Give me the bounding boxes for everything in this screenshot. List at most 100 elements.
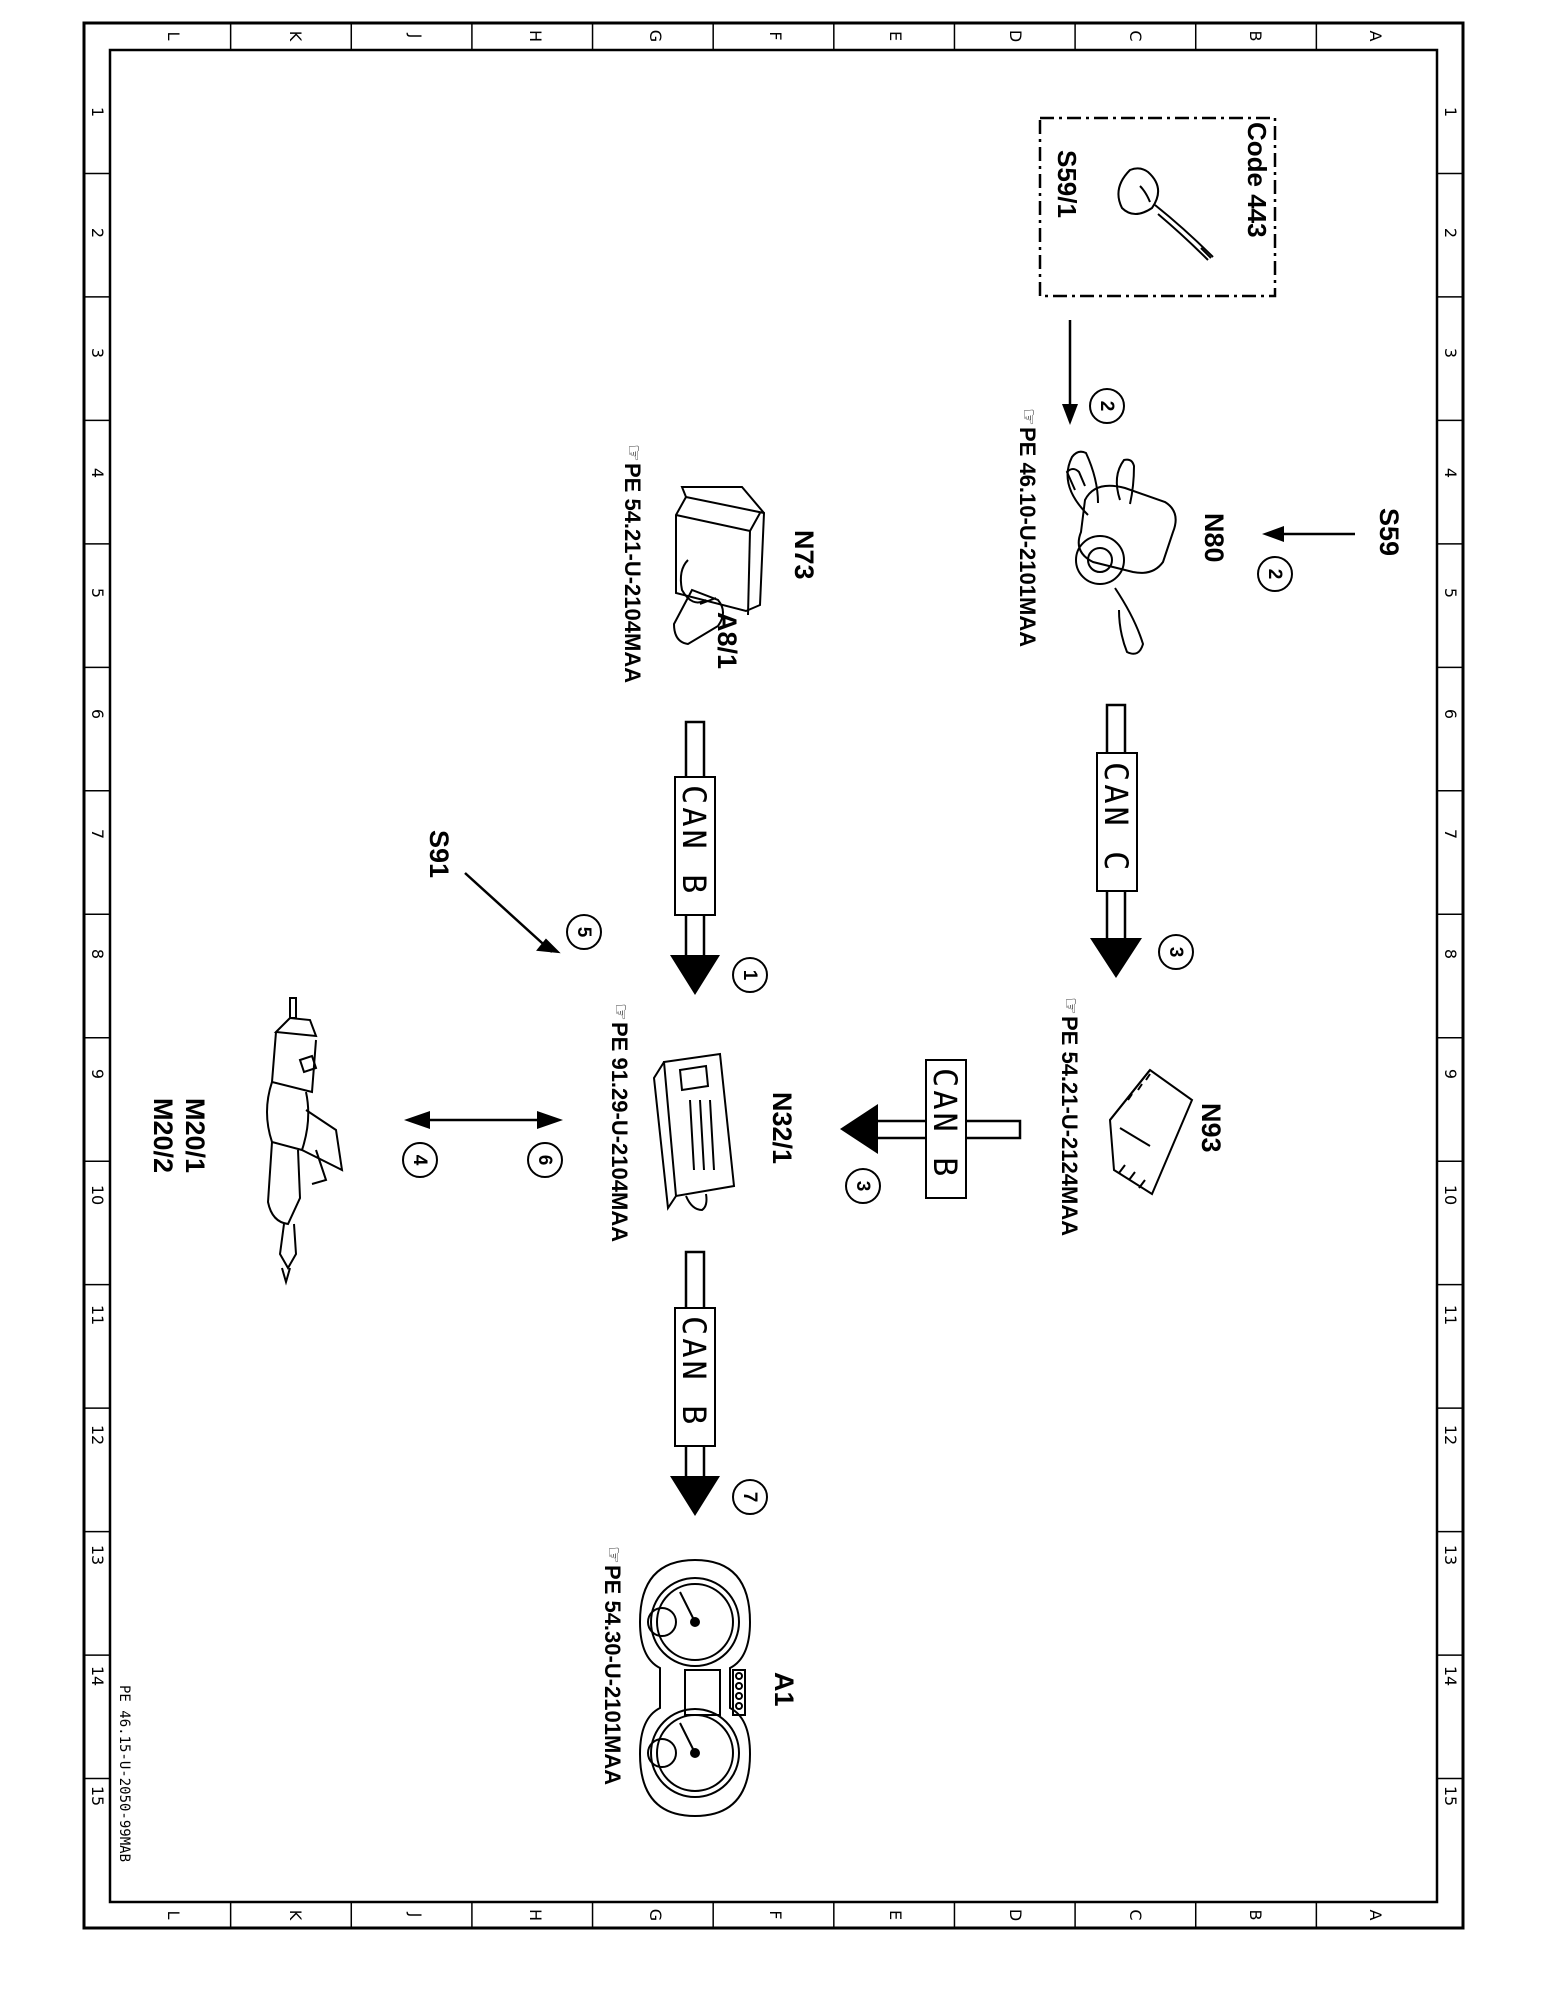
col-letter: K	[286, 31, 305, 42]
step-badge-2a: 2	[1089, 388, 1125, 424]
n73-label: N73	[789, 530, 819, 580]
can-b-badge-3	[925, 1059, 967, 1199]
arrowhead	[536, 938, 561, 954]
step-number: 5	[573, 927, 594, 938]
col-letter: L	[164, 1911, 183, 1920]
right-row-numbers: 1 2 3 4 5 6 7 8 9 10 11 12 13 14 15	[1441, 107, 1460, 1806]
instrument-cluster-icon	[638, 1558, 752, 1818]
step-number: 4	[409, 1155, 430, 1166]
col-letter: B	[1246, 31, 1265, 42]
col-letter: G	[646, 1909, 665, 1921]
row-number: 12	[88, 1425, 107, 1445]
n73-pe-reference: PE 54.21-U-2104MAA	[620, 463, 645, 683]
step-number: 2	[1264, 569, 1285, 580]
s59-label: S59	[1374, 508, 1404, 556]
step-badge-6: 6	[527, 1142, 563, 1178]
row-number: 9	[88, 1069, 107, 1079]
grid-ticks	[84, 23, 1463, 1928]
a8-1-label: A8/1	[712, 612, 742, 669]
seat-control-module-icon	[652, 1052, 736, 1212]
s59-1-label: S59/1	[1052, 150, 1082, 218]
row-number: 14	[88, 1666, 107, 1686]
col-letter: H	[526, 1909, 545, 1921]
s59-1-option-box: Code 443 S59/1	[1038, 116, 1277, 298]
step-badge-2b: 2	[1257, 556, 1293, 592]
steering-column-adjuster-icon	[266, 997, 344, 1286]
can-b-label-1: CAN B	[675, 785, 713, 896]
n93-pe-reference: PE 54.21-U-2124MAA	[1057, 1016, 1082, 1236]
col-letter: C	[1126, 1909, 1145, 1920]
step-number: 3	[1165, 947, 1186, 958]
step-badge-1: 1	[732, 957, 768, 993]
arrowhead	[537, 1111, 563, 1129]
n32-1-label: N32/1	[767, 1092, 797, 1164]
n32-1-pe-reference: PE 91.29-U-2104MAA	[607, 1022, 632, 1242]
col-letter: C	[1126, 30, 1145, 41]
row-number: 1	[88, 107, 107, 117]
row-number: 3	[1441, 348, 1460, 358]
arrow-s91-to-n32-1	[464, 872, 553, 953]
row-number: 9	[1441, 1069, 1460, 1079]
col-letter: E	[886, 31, 905, 41]
can-b-badge-1	[674, 776, 716, 916]
row-number: 10	[1441, 1185, 1460, 1205]
col-letter: D	[1006, 1909, 1025, 1921]
reference-hand-icon: ☞	[1017, 408, 1041, 426]
can-b-label-3: CAN B	[926, 1068, 964, 1179]
row-number: 8	[1441, 949, 1460, 959]
row-number: 13	[1441, 1545, 1460, 1565]
row-number: 15	[1441, 1786, 1460, 1806]
col-letter: A	[1366, 1910, 1385, 1921]
s91-label: S91	[424, 830, 454, 878]
step-badge-5: 5	[566, 914, 602, 950]
m20-1-label: M20/1	[180, 1098, 210, 1173]
inner-border	[108, 48, 1439, 1904]
row-number: 15	[88, 1786, 107, 1806]
code-label: Code 443	[1242, 122, 1272, 238]
step-badge-7: 7	[732, 1479, 768, 1515]
row-number: 7	[1441, 829, 1460, 839]
top-column-letters: L K J H G F E D C B A	[164, 30, 1385, 42]
row-number: 2	[88, 228, 107, 238]
row-number: 11	[1441, 1305, 1460, 1325]
step-badge-3b: 3	[845, 1168, 881, 1204]
col-letter: K	[286, 1910, 305, 1921]
col-letter: J	[406, 33, 425, 39]
a1-pe-reference: PE 54.30-U-2101MAA	[600, 1565, 625, 1785]
row-number: 14	[1441, 1666, 1460, 1686]
row-number: 5	[88, 588, 107, 598]
row-number: 6	[88, 709, 107, 719]
step-badge-3a: 3	[1158, 934, 1194, 970]
stalk-switch-icon	[1117, 167, 1214, 261]
can-b-label-7: CAN B	[675, 1316, 713, 1427]
step-number: 2	[1096, 401, 1117, 412]
row-number: 6	[1441, 709, 1460, 719]
a1-label: A1	[769, 1672, 799, 1707]
can-c-label: CAN C	[1097, 762, 1135, 873]
row-number: 12	[1441, 1425, 1460, 1445]
row-number: 7	[88, 829, 107, 839]
arrowhead	[404, 1111, 430, 1129]
row-number: 10	[88, 1185, 107, 1205]
col-letter: L	[164, 32, 183, 41]
n93-label: N93	[1196, 1103, 1226, 1153]
reference-hand-icon: ☞	[1059, 997, 1083, 1015]
arrowhead	[1262, 526, 1284, 542]
reference-hand-icon: ☞	[609, 1003, 633, 1021]
arrowhead	[840, 1104, 878, 1154]
step-number: 6	[534, 1155, 555, 1166]
row-number: 3	[88, 348, 107, 358]
row-number: 2	[1441, 228, 1460, 238]
arrowhead	[670, 955, 720, 995]
left-row-numbers: 1 2 3 4 5 6 7 8 9 10 11 12 13 14 15	[88, 107, 107, 1806]
arrowhead	[1062, 404, 1078, 425]
step-number: 7	[739, 1492, 760, 1503]
m20-2-label: M20/2	[148, 1098, 178, 1173]
steering-column-module-icon	[1065, 450, 1177, 655]
document-reference: PE 46.15-U-2050-99MAB	[116, 1685, 132, 1862]
col-letter: G	[646, 30, 665, 42]
row-number: 11	[88, 1305, 107, 1325]
can-c-badge	[1096, 752, 1138, 892]
col-letter: E	[886, 1910, 905, 1920]
step-number: 1	[739, 970, 760, 981]
